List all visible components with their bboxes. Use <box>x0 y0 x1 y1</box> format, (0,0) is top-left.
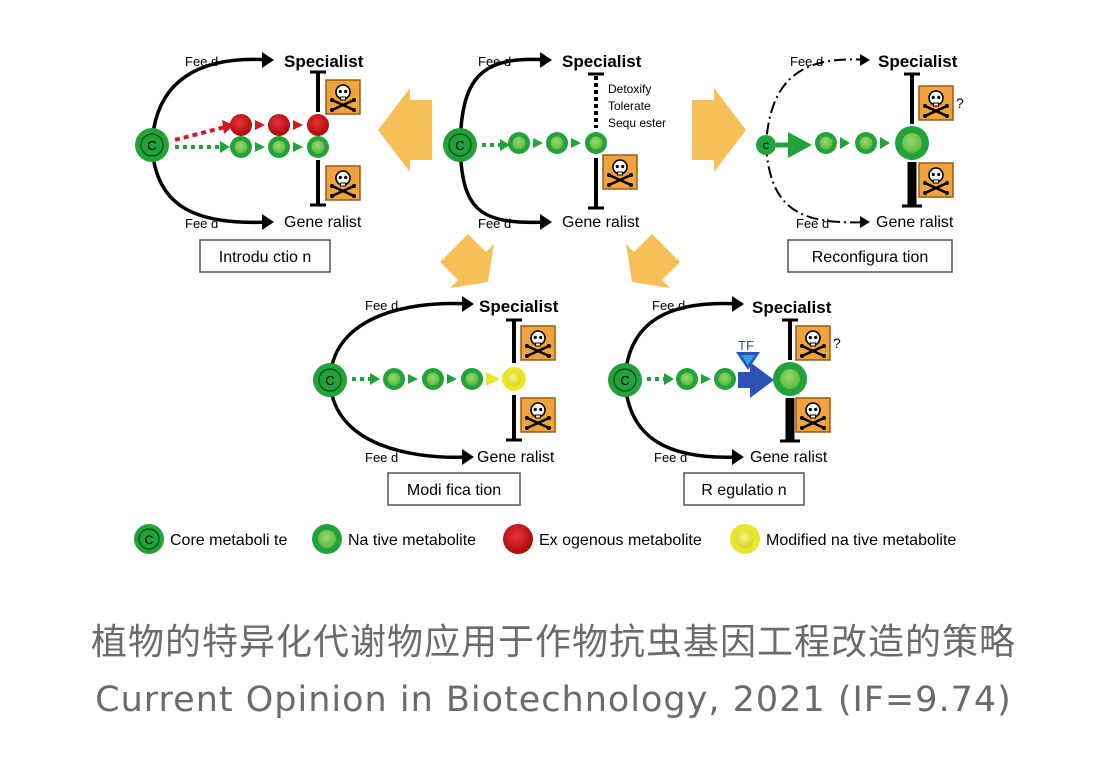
specialist-label: Specialist <box>284 52 364 71</box>
generalist-label: Gene ralist <box>477 449 555 466</box>
legend-core-letter: C <box>145 533 154 547</box>
legend-exogenous: Ex ogenous metabolite <box>503 524 702 554</box>
panel-modification: Fee d Fee d Specialist Gene ralist C Mod… <box>313 296 559 506</box>
legend-modified: Modified na tive metabolite <box>730 524 956 554</box>
native-pathway <box>175 136 329 158</box>
core-letter: C <box>763 141 770 151</box>
feed-label-bottom: Fee d <box>478 216 511 231</box>
specialist-label: Specialist <box>562 52 642 71</box>
toxin-icon <box>324 164 362 202</box>
toxin-icon <box>519 324 557 362</box>
core-metabolite <box>313 363 347 397</box>
panel-label-introduction: Introdu ctio n <box>219 249 312 266</box>
specialist-label: Specialist <box>479 297 559 316</box>
panel-label-regulation: R egulatio n <box>701 482 786 499</box>
toxin-icon <box>794 396 832 434</box>
toxin-icon <box>601 153 639 191</box>
legend-modified-label: Modified na tive metabolite <box>766 532 956 549</box>
toxin-icon <box>794 324 832 362</box>
toxin-icon <box>917 161 955 199</box>
arrow-to-regulation <box>626 234 680 288</box>
core-letter: C <box>325 373 334 388</box>
core-metabolite <box>443 128 477 162</box>
mechanism-tolerate: Tolerate <box>608 99 651 113</box>
panel-reconfiguration: Fee d Fee d Specialist Gene ralist C ? R… <box>756 52 964 273</box>
transition-arrows <box>378 88 746 288</box>
core-letter: C <box>620 373 629 388</box>
toxin-icon <box>519 396 557 434</box>
core-metabolite <box>608 363 642 397</box>
feed-arcs <box>150 57 271 225</box>
arrow-to-modification <box>440 234 494 288</box>
panel-introduction: Fee d Fee d Specialist Gene ralist C <box>135 52 364 273</box>
tf-label: TF <box>738 338 754 353</box>
feed-label-top: Fee d <box>478 54 511 69</box>
legend: C Core metaboli te Na tive metabolite Ex… <box>134 524 956 554</box>
caption: 植物的特异化代谢物应用于作物抗虫基因工程改造的策略 Current Opinio… <box>0 615 1107 729</box>
caption-title: 植物的特异化代谢物应用于作物抗虫基因工程改造的策略 <box>90 622 1016 663</box>
generalist-label: Gene ralist <box>562 214 640 231</box>
generalist-label: Gene ralist <box>284 214 362 231</box>
feed-label-bottom: Fee d <box>185 216 218 231</box>
mechanism-detoxify: Detoxify <box>608 82 651 96</box>
core-letter: C <box>147 138 156 153</box>
feed-label-top: Fee d <box>185 54 218 69</box>
feed-label-bottom: Fee d <box>365 450 398 465</box>
mechanism-sequester: Sequ ester <box>608 116 666 130</box>
feed-label-top: Fee d <box>365 298 398 313</box>
arrow-to-reconfiguration <box>692 88 746 172</box>
legend-core-label: Core metaboli te <box>170 532 287 549</box>
legend-exogenous-label: Ex ogenous metabolite <box>539 532 702 549</box>
feed-label-bottom: Fee d <box>654 450 687 465</box>
legend-core: C Core metaboli te <box>134 524 287 554</box>
panel-label-modification: Modi fica tion <box>407 482 501 499</box>
feed-label-top: Fee d <box>790 54 823 69</box>
core-letter: C <box>455 138 464 153</box>
exogenous-pathway <box>174 114 329 142</box>
panel-label-reconfiguration: Reconfigura tion <box>812 249 929 266</box>
caption-citation: Current Opinion in Biotechnology, 2021 (… <box>95 680 1012 720</box>
core-metabolite <box>756 135 776 155</box>
arrow-to-introduction-shape <box>378 88 432 172</box>
toxin-icon <box>917 84 955 122</box>
panel-regulation: Fee d Fee d Specialist Gene ralist C TF … <box>608 296 841 506</box>
toxin-icon <box>324 78 362 116</box>
question-mark: ? <box>956 95 964 111</box>
legend-native: Na tive metabolite <box>312 524 476 554</box>
question-mark: ? <box>833 335 841 351</box>
panel-native: Fee d Fee d Specialist Gene ralist C Det… <box>443 52 666 231</box>
feed-label-bottom: Fee d <box>796 216 829 231</box>
specialist-label: Specialist <box>878 52 958 71</box>
generalist-label: Gene ralist <box>876 214 954 231</box>
legend-native-label: Na tive metabolite <box>348 532 476 549</box>
feed-label-top: Fee d <box>652 298 685 313</box>
strategy-diagram: Fee d Fee d Specialist Gene ralist C <box>134 52 964 554</box>
generalist-label: Gene ralist <box>750 449 828 466</box>
core-metabolite <box>135 128 169 162</box>
tf-arrow <box>738 362 774 398</box>
specialist-label: Specialist <box>752 298 832 317</box>
